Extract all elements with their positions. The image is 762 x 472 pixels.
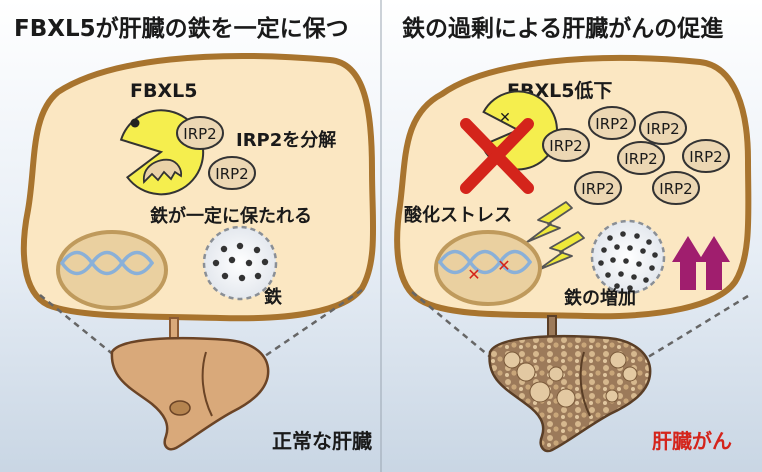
dna-damage-icon: ✕ ✕ xyxy=(467,256,510,284)
pacman-eye-x: ✕ xyxy=(499,110,511,126)
right-irp2-4: IRP2 xyxy=(617,141,665,175)
right-irp2-6: IRP2 xyxy=(574,171,622,205)
svg-text:IRP2: IRP2 xyxy=(549,137,582,155)
irp2-degrade-label: IRP2を分解 xyxy=(236,129,336,151)
right-irp2-1: IRP2 xyxy=(588,106,636,140)
right-irp2-2: IRP2 xyxy=(639,111,687,145)
right-irp2-3: IRP2 xyxy=(542,128,590,162)
left-nucleus xyxy=(56,230,168,310)
right-irp2-5: IRP2 xyxy=(682,139,730,173)
svg-text:IRP2: IRP2 xyxy=(646,120,679,138)
left-irp2-a-label: IRP2 xyxy=(183,125,216,143)
oxidative-stress-label: 酸化ストレス xyxy=(404,204,512,226)
svg-text:✕: ✕ xyxy=(467,265,480,284)
iron-constant-label: 鉄が一定に保たれる xyxy=(150,205,312,227)
svg-text:IRP2: IRP2 xyxy=(659,180,692,198)
right-connector-a xyxy=(411,291,495,361)
broken-irp2-shell xyxy=(143,158,183,184)
normal-liver-icon xyxy=(110,317,270,451)
left-irp2-b: IRP2 xyxy=(208,156,256,190)
cancer-liver-caption: 肝臓がん xyxy=(652,429,732,453)
iron-label: 鉄 xyxy=(264,286,282,308)
svg-text:IRP2: IRP2 xyxy=(581,180,614,198)
right-irp2-7: IRP2 xyxy=(652,171,700,205)
svg-text:IRP2: IRP2 xyxy=(595,115,628,133)
right-iron-vesicle xyxy=(590,219,666,295)
iron-increase-label: 鉄の増加 xyxy=(564,287,636,309)
right-title: 鉄の過剰による肝臓がんの促進 xyxy=(402,15,723,42)
right-irp2-cluster: IRP2 IRP2 IRP2 IRP2 IRP2 IRP2 IRP2 xyxy=(542,106,730,205)
left-title: FBXL5が肝臓の鉄を一定に保つ xyxy=(14,15,349,42)
right-dna-icon xyxy=(438,249,532,275)
lightning-icon-b xyxy=(537,231,585,271)
svg-text:IRP2: IRP2 xyxy=(689,148,722,166)
up-arrow-icon xyxy=(672,236,730,290)
left-irp2-b-label: IRP2 xyxy=(215,165,248,183)
normal-liver-caption: 正常な肝臓 xyxy=(272,429,372,453)
left-dna-icon xyxy=(60,250,154,276)
svg-text:IRP2: IRP2 xyxy=(624,150,657,168)
pacman-eye xyxy=(130,118,140,128)
left-iron-vesicle xyxy=(202,225,278,301)
svg-text:✕: ✕ xyxy=(497,256,510,275)
cancer-liver-icon xyxy=(488,315,652,453)
lightning-icon-a xyxy=(526,201,573,243)
red-cross-icon xyxy=(460,118,534,194)
left-connector-b xyxy=(261,288,363,360)
left-irp2-a: IRP2 xyxy=(176,116,224,150)
left-fbxl5-label: FBXL5 xyxy=(130,80,197,102)
